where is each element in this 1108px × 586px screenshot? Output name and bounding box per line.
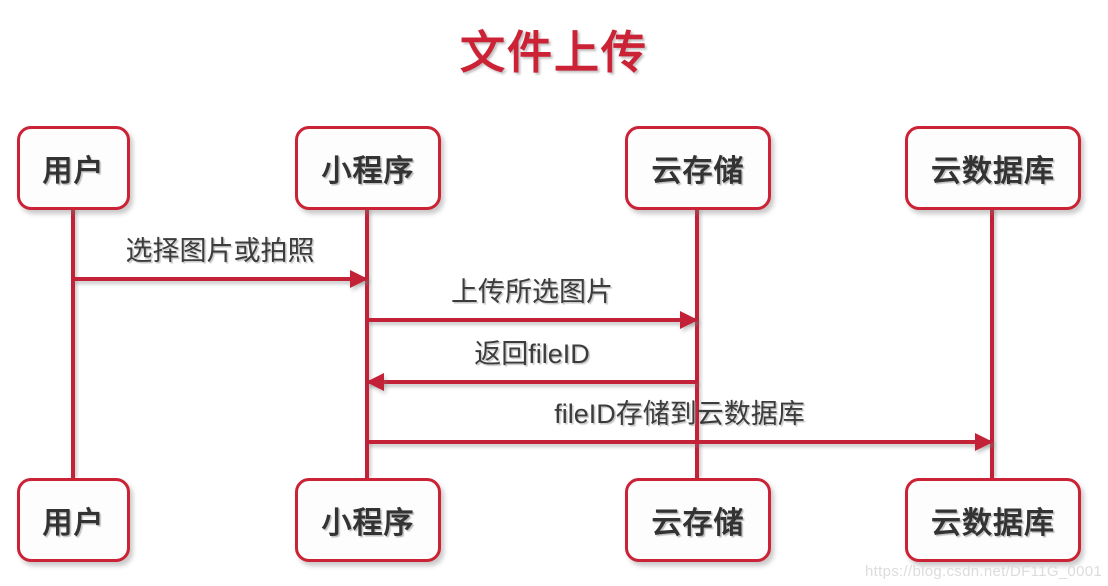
message-label: 返回fileID xyxy=(474,339,590,369)
participant-label: 云存储 xyxy=(651,155,745,188)
arrow-head-icon xyxy=(366,373,384,391)
participant-label: 云数据库 xyxy=(931,507,1055,540)
participant-box-database-bottom: 云数据库 xyxy=(905,478,1081,562)
participant-box-user-top: 用户 xyxy=(17,126,130,210)
lifeline-storage xyxy=(695,210,699,478)
participant-box-user-bottom: 用户 xyxy=(17,478,130,562)
participant-label: 云存储 xyxy=(651,507,745,540)
arrow-head-icon xyxy=(975,433,993,451)
participant-label: 用户 xyxy=(42,155,105,188)
message-line xyxy=(367,318,697,322)
lifeline-user xyxy=(71,210,75,478)
message-line xyxy=(367,380,697,384)
message-line xyxy=(367,440,992,444)
arrow-head-icon xyxy=(350,270,368,288)
participant-box-storage-top: 云存储 xyxy=(625,126,771,210)
participant-label: 用户 xyxy=(42,507,105,540)
participant-box-miniapp-bottom: 小程序 xyxy=(295,478,441,562)
participant-box-miniapp-top: 小程序 xyxy=(295,126,441,210)
participant-label: 云数据库 xyxy=(931,155,1055,188)
watermark: https://blog.csdn.net/DF11G_0001 xyxy=(865,563,1102,580)
lifeline-database xyxy=(990,210,994,478)
participant-label: 小程序 xyxy=(321,507,415,540)
message-label: fileID存储到云数据库 xyxy=(554,399,805,429)
participant-label: 小程序 xyxy=(321,155,415,188)
message-label: 上传所选图片 xyxy=(451,277,613,307)
page-title: 文件上传 xyxy=(459,27,648,78)
participant-box-storage-bottom: 云存储 xyxy=(625,478,771,562)
participant-box-database-top: 云数据库 xyxy=(905,126,1081,210)
message-line xyxy=(73,277,367,281)
lifeline-miniapp xyxy=(365,210,369,478)
arrow-head-icon xyxy=(680,311,698,329)
message-label: 选择图片或拍照 xyxy=(125,236,315,266)
